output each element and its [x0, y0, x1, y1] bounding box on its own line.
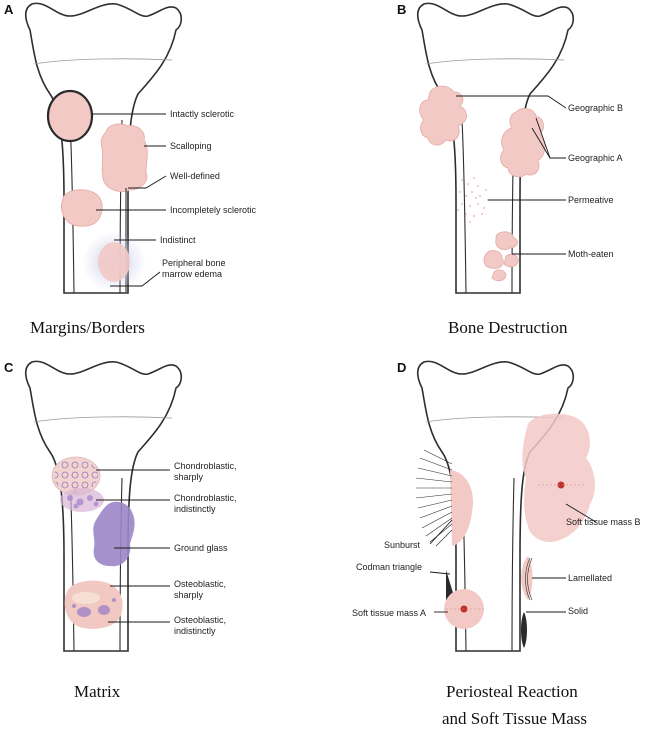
geographic-a-lesion [500, 108, 546, 178]
sunburst-lesion [450, 470, 474, 546]
label-geographic-b: Geographic B [568, 103, 623, 113]
label-lamellated: Lamellated [568, 573, 612, 583]
soft-tissue-mass-b [522, 413, 595, 543]
label-ground-glass: Ground glass [174, 543, 228, 553]
incompletely-sclerotic-lesion [60, 189, 103, 227]
panel-a-letter: A [4, 2, 14, 17]
label-soft-a: Soft tissue mass A [352, 608, 426, 618]
codman-triangle-mark [446, 570, 454, 600]
osteoblastic-sharply-matrix [72, 592, 100, 604]
label-moth-eaten: Moth-eaten [568, 249, 614, 259]
panel-c: C Chondroblastic, sharply Chondroblastic… [4, 360, 237, 701]
soft-tissue-mass-b-center [557, 481, 565, 489]
panel-a: A Intactly sclerotic Scalloping Well-def… [4, 2, 257, 337]
label-soft-b: Soft tissue mass B [566, 517, 641, 527]
label-osteo-sharp-1: Osteoblastic, [174, 579, 226, 589]
panel-a-title: Margins/Borders [30, 318, 145, 337]
label-osteo-sharp-2: sharply [174, 590, 204, 600]
label-sunburst: Sunburst [384, 540, 421, 550]
label-geographic-a: Geographic A [568, 153, 623, 163]
solid-reaction-mark [521, 612, 527, 648]
label-well-defined: Well-defined [170, 171, 220, 181]
permeative-lesion [457, 177, 489, 223]
panel-c-letter: C [4, 360, 14, 375]
label-chondro-sharp-1: Chondroblastic, [174, 461, 237, 471]
label-chondro-sharp-2: sharply [174, 472, 204, 482]
moth-eaten-lesion [483, 231, 519, 282]
chondroblastic-sharply-matrix [54, 459, 98, 493]
label-permeative: Permeative [568, 195, 614, 205]
label-codman: Codman triangle [356, 562, 422, 572]
label-intactly-sclerotic: Intactly sclerotic [170, 109, 235, 119]
panel-d-title-2: and Soft Tissue Mass [442, 709, 587, 728]
panel-b: B Geographic B Geographic A Permeative M… [397, 2, 623, 337]
label-osteo-indist-2: indistinctly [174, 626, 216, 636]
label-chondro-indist-1: Chondroblastic, [174, 493, 237, 503]
label-chondro-indist-2: indistinctly [174, 504, 216, 514]
osteoblastic-indistinctly-matrix [72, 598, 116, 617]
panel-b-title: Bone Destruction [448, 318, 568, 337]
label-solid: Solid [568, 606, 588, 616]
label-indistinct: Indistinct [160, 235, 196, 245]
geographic-b-lesion [419, 85, 467, 146]
label-osteo-indist-1: Osteoblastic, [174, 615, 226, 625]
label-peripheral-1: Peripheral bone [162, 258, 226, 268]
ground-glass-lesion [93, 501, 135, 567]
panel-b-letter: B [397, 2, 406, 17]
indistinct-lesion [98, 242, 130, 282]
lamellated-layers [525, 557, 533, 601]
intactly-sclerotic-lesion [46, 89, 94, 143]
panel-c-title: Matrix [74, 682, 121, 701]
panel-d: D Sunburst Codman tria [352, 360, 641, 728]
scalloping-lesion [100, 123, 148, 192]
lamellated-lesion [521, 556, 533, 600]
panel-d-letter: D [397, 360, 406, 375]
panel-b-bone [416, 2, 575, 294]
label-scalloping: Scalloping [170, 141, 212, 151]
osteoblastic-lesion [64, 580, 123, 629]
chondroblastic-indistinctly-dots [67, 495, 99, 509]
label-peripheral-2: marrow edema [162, 269, 222, 279]
sunburst-spicules [415, 449, 453, 547]
panel-d-title-1: Periosteal Reaction [446, 682, 578, 701]
label-incompletely-sclerotic: Incompletely sclerotic [170, 205, 257, 215]
